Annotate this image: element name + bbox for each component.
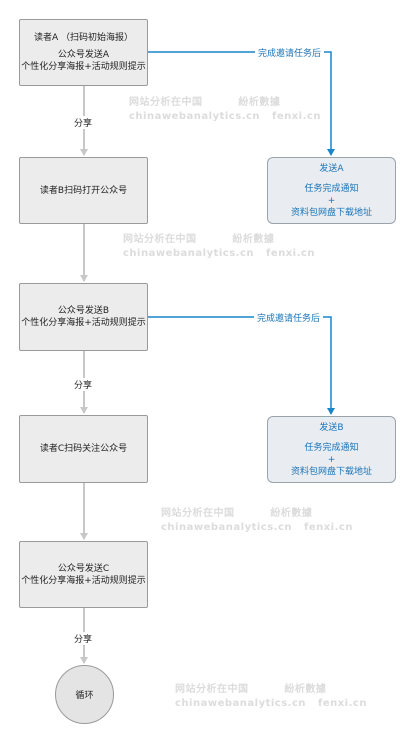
loop-label: 循环	[75, 691, 94, 701]
sent-a-box: 发送A 任务完成通知 + 资料包网盘下载地址	[267, 157, 396, 224]
send-c-detail: 个性化分享海报+活动规则提示	[21, 575, 146, 586]
send-b-detail: 个性化分享海报+活动规则提示	[21, 318, 146, 328]
send-b-box: 公众号发送B 个性化分享海报+活动规则提示	[19, 283, 148, 351]
send-b-title: 公众号发送B	[57, 306, 110, 316]
send-c-title: 公众号发送C	[57, 563, 110, 574]
reader-c-text: 读者C扫码关注公众号	[39, 444, 128, 454]
share-label-1: 分享	[72, 116, 95, 129]
sent-b-line3: 资料包网盘下载地址	[290, 466, 372, 477]
send-a-detail: 个性化分享海报+活动规则提示	[21, 62, 146, 72]
watermark-2: 网站分析在中国 紛析數據 chinawebanalytics.cn fenxi.…	[123, 234, 315, 259]
sent-a-line1: 任务完成通知	[304, 183, 359, 194]
sent-b-plus: +	[327, 454, 336, 465]
sent-a-line3: 资料包网盘下载地址	[290, 207, 372, 218]
send-c-box: 公众号发送C 个性化分享海报+活动规则提示	[19, 541, 148, 608]
send-a-title: 公众号发送A	[57, 50, 110, 60]
sent-b-line1: 任务完成通知	[304, 442, 359, 453]
reader-a-title: 读者A （扫码初始海报）	[33, 33, 134, 43]
sent-a-title: 发送A	[319, 163, 344, 174]
share-label-2: 分享	[72, 378, 95, 391]
watermark-1: 网站分析在中国 紛析數據 chinawebanalytics.cn fenxi.…	[129, 97, 321, 122]
sent-b-title: 发送B	[319, 422, 344, 433]
reader-b-text: 读者B扫码打开公众号	[39, 185, 128, 196]
watermark-3: 网站分析在中国 紛析數據 chinawebanalytics.cn fenxi.…	[161, 508, 353, 533]
sent-a-plus: +	[327, 195, 336, 206]
sent-b-box: 发送B 任务完成通知 + 资料包网盘下载地址	[267, 416, 396, 483]
arrow-a-to-senta	[148, 51, 335, 156]
arrow-sendb-to-sentb	[148, 316, 335, 415]
loop-node: 循环	[55, 665, 114, 724]
task-done-label-2: 完成邀请任务后	[254, 311, 324, 324]
task-done-label-1: 完成邀请任务后	[255, 46, 325, 59]
reader-a-box: 读者A （扫码初始海报） 公众号发送A 个性化分享海报+活动规则提示	[19, 19, 148, 86]
reader-b-box: 读者B扫码打开公众号	[19, 157, 148, 224]
reader-c-box: 读者C扫码关注公众号	[19, 415, 148, 483]
share-label-3: 分享	[72, 632, 95, 645]
watermark-4: 网站分析在中国 紛析數據 chinawebanalytics.cn fenxi.…	[175, 684, 367, 709]
